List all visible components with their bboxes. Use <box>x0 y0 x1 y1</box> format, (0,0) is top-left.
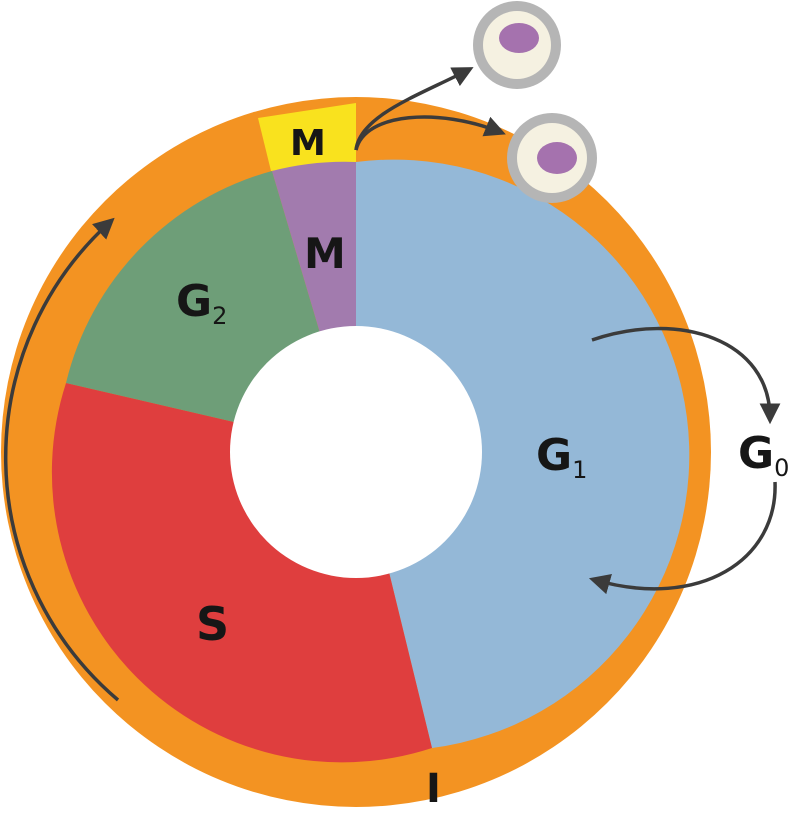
s-label: S <box>196 597 229 651</box>
mitosis-inner-segment <box>272 161 356 333</box>
mitosis-outer-label: M <box>290 123 326 164</box>
curved-arrow-icon <box>591 326 781 425</box>
center-hole <box>230 326 482 578</box>
curved-arrow-icon <box>588 481 777 595</box>
mitosis-outer-segment <box>258 103 356 171</box>
g2-label: G2 <box>176 276 227 330</box>
g1-segment <box>356 159 690 748</box>
daughter-cell-icon <box>473 1 561 89</box>
g2-segment <box>66 171 320 422</box>
s-segment <box>51 383 432 763</box>
g1-label: G1 <box>536 430 587 484</box>
curved-arrow-icon <box>3 217 120 702</box>
g0-label: G0 <box>738 428 789 482</box>
interphase-label: I <box>426 766 441 812</box>
daughter-cell-icon <box>507 113 597 203</box>
mitosis-inner-label: M <box>304 229 346 278</box>
curved-arrow-icon <box>354 115 506 151</box>
